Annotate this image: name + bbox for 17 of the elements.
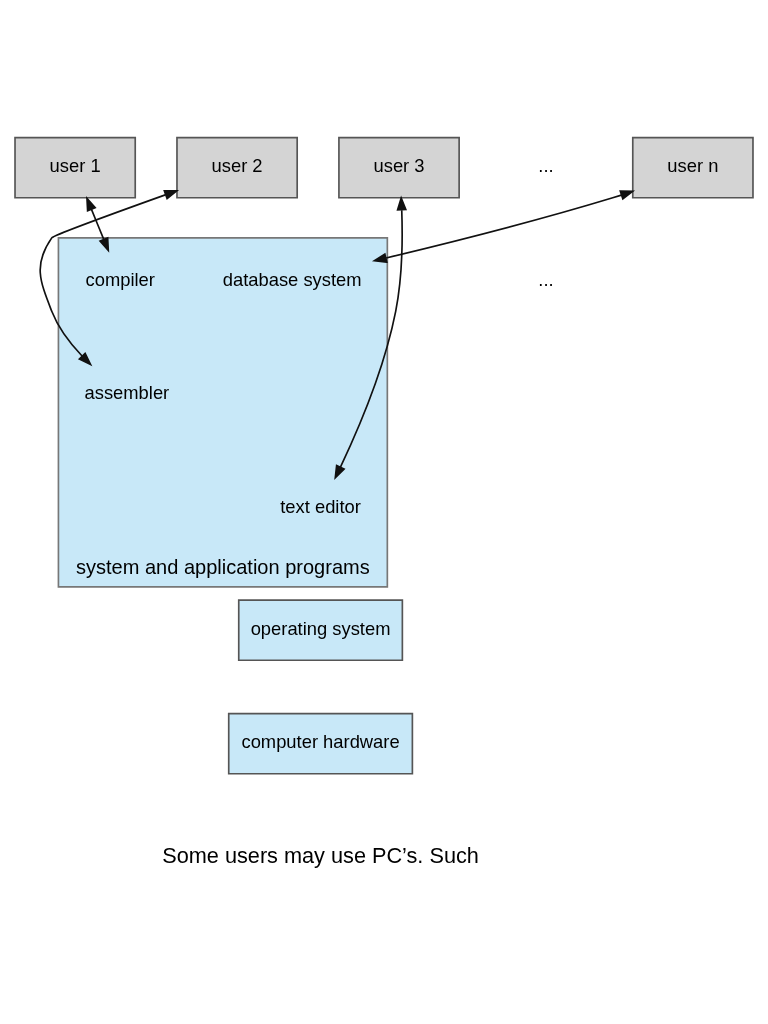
node-box: user n [631, 136, 754, 199]
arrow [39, 189, 180, 366]
node-box: user 1 [14, 136, 137, 199]
node-box: operating system [237, 598, 404, 661]
arrow [86, 195, 110, 253]
node-text: database system [222, 268, 362, 290]
node-text: text editor [280, 495, 361, 517]
node-text: assembler [84, 381, 170, 403]
node-box: user 2 [176, 136, 298, 199]
label: ... [538, 268, 554, 290]
arrow [334, 194, 407, 480]
arrow [371, 189, 636, 263]
label: ... [538, 154, 554, 176]
node-text: compiler [85, 268, 155, 290]
label: Some users may use PC’s. Such [162, 842, 479, 868]
node-box: computer hardware [227, 712, 414, 775]
node-box: user 3 [338, 136, 460, 199]
